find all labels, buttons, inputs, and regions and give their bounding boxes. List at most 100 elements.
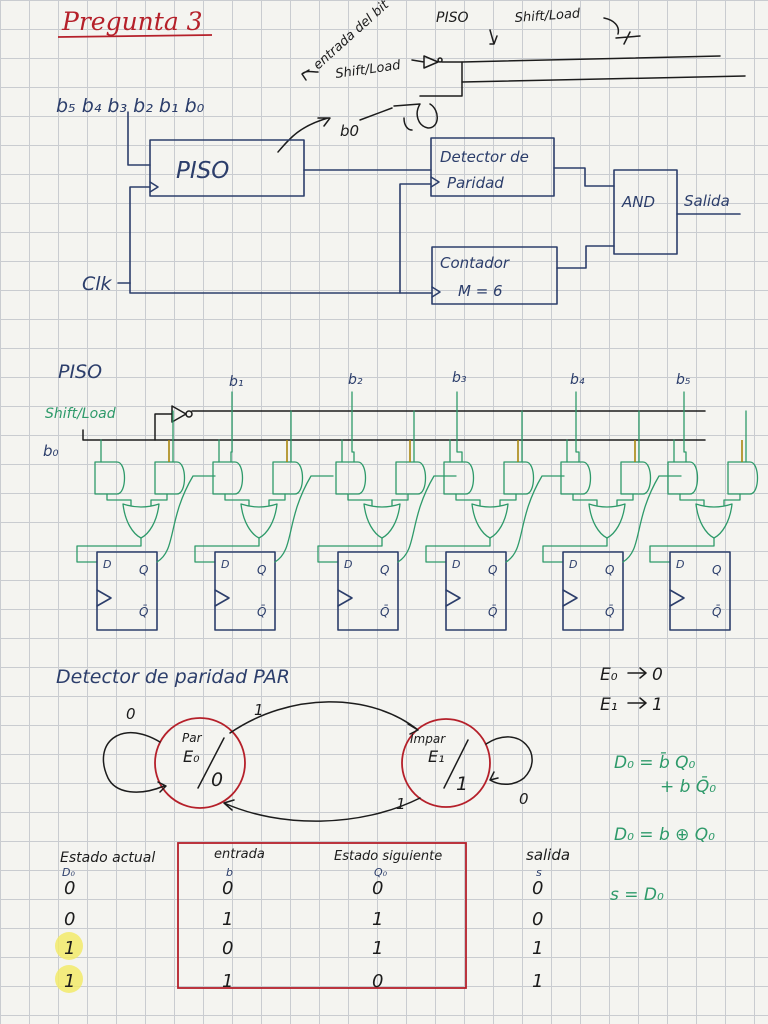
b0-arrow bbox=[359, 107, 393, 121]
q-to-next-stage-wire bbox=[505, 475, 565, 563]
edge-impar-to-par-label: 1 bbox=[396, 795, 406, 813]
or-to-ff-wire bbox=[76, 537, 142, 563]
encoding-e0-code: 0 bbox=[652, 665, 663, 685]
and-gate-a bbox=[94, 461, 126, 495]
shift-taps bbox=[341, 410, 415, 463]
shift-bus-lines bbox=[461, 55, 746, 83]
and-gate-a bbox=[560, 461, 592, 495]
state-par-id: E₀ bbox=[183, 747, 200, 766]
piso-block bbox=[149, 139, 305, 197]
table-cell: 1 bbox=[372, 938, 383, 959]
subheader-b: b bbox=[226, 866, 233, 879]
encoding-e1-arrow bbox=[627, 697, 647, 709]
ff-clock-mark bbox=[214, 589, 230, 607]
or-to-ff-wire bbox=[425, 537, 491, 563]
and-gate-a bbox=[335, 461, 367, 495]
equation-1-line-1: D₀ = b̄ Q₀ bbox=[614, 751, 696, 773]
shift-load-arrow bbox=[603, 17, 641, 45]
or-to-ff-wire bbox=[317, 537, 383, 563]
highlight-row-4 bbox=[55, 965, 83, 993]
table-cell: 0 bbox=[64, 909, 75, 930]
data-input-wire bbox=[683, 391, 687, 463]
block-diagram: PISO Detector de Paridad AND Salida Cont… bbox=[82, 111, 741, 305]
piso-input-b5: b₅ bbox=[676, 372, 691, 388]
gate-wires bbox=[679, 493, 741, 507]
ff-clock-mark bbox=[337, 589, 353, 607]
piso-input-b4: b₄ bbox=[570, 372, 585, 388]
gate-wires bbox=[106, 493, 168, 507]
state-impar-output: 1 bbox=[456, 773, 468, 795]
shift-load-top-note: Shift/Load bbox=[514, 6, 581, 26]
state-impar-circle bbox=[401, 718, 491, 808]
state-impar-id: E₁ bbox=[428, 747, 445, 766]
shift-taps bbox=[218, 410, 292, 463]
piso-note: PISO bbox=[436, 10, 468, 26]
contador-clock-mark bbox=[431, 286, 441, 298]
detector-block bbox=[430, 137, 555, 197]
table-cell: 1 bbox=[64, 938, 75, 959]
highlight-row-3 bbox=[55, 932, 83, 960]
detector-label-2: Paridad bbox=[447, 174, 504, 192]
ff-qbar-label: Q̄ bbox=[605, 605, 614, 619]
entrada-arrow bbox=[301, 69, 319, 81]
ff-q-label: Q bbox=[712, 563, 721, 577]
title-underline bbox=[57, 34, 213, 38]
d-flip-flop bbox=[96, 551, 158, 631]
clk-label: Clk bbox=[82, 273, 113, 295]
edge-impar-to-par bbox=[223, 797, 421, 822]
piso-input-b1: b₁ bbox=[229, 374, 244, 390]
and-gate-sketch bbox=[393, 103, 438, 131]
table-cell: 0 bbox=[372, 878, 383, 899]
salida-label: Salida bbox=[684, 192, 730, 210]
b0-note: b0 bbox=[340, 122, 359, 140]
and-gate-a bbox=[212, 461, 244, 495]
table-highlight-box bbox=[177, 842, 467, 989]
ff-qbar-label: Q̄ bbox=[257, 605, 266, 619]
and-gate-b bbox=[395, 461, 427, 495]
gate-wires bbox=[455, 493, 517, 507]
or-to-ff-wire bbox=[542, 537, 608, 563]
gate-wires bbox=[572, 493, 634, 507]
subheader-s: s bbox=[536, 866, 542, 879]
ff-q-label: Q bbox=[139, 563, 148, 577]
data-input-wire bbox=[230, 391, 233, 463]
shift-load-inverter-bubble bbox=[185, 410, 193, 418]
truth-table: Estado actual entrada Estado siguiente s… bbox=[55, 842, 570, 993]
or-gate bbox=[363, 503, 401, 539]
and-gate-b bbox=[272, 461, 304, 495]
d-flip-flop bbox=[337, 551, 399, 631]
data-input-wire bbox=[575, 391, 580, 463]
bits-label: b₅ b₄ b₃ b₂ b₁ b₀ bbox=[56, 95, 205, 117]
piso-clock-mark bbox=[149, 181, 159, 193]
ff-q-label: Q bbox=[605, 563, 614, 577]
edge-impar-self-loop bbox=[485, 736, 533, 785]
state-par-output: 0 bbox=[211, 769, 223, 791]
detector-to-and-wire bbox=[553, 167, 615, 187]
ff-qbar-label: Q̄ bbox=[712, 605, 721, 619]
ff-clock-mark bbox=[669, 589, 685, 607]
and-gate-a bbox=[443, 461, 475, 495]
or-gate bbox=[240, 503, 278, 539]
d-flip-flop bbox=[445, 551, 507, 631]
title-group: Pregunta 3 bbox=[57, 7, 213, 38]
clk-to-contador-wire bbox=[129, 282, 433, 294]
or-gate bbox=[695, 503, 733, 539]
shift-load-note: Shift/Load bbox=[334, 58, 402, 82]
q-to-next-stage-wire bbox=[274, 475, 334, 563]
equation-1-line-2: + b Q̄₀ bbox=[660, 775, 716, 797]
ff-d-label: D bbox=[103, 558, 111, 571]
piso-circuit-title: PISO bbox=[58, 361, 102, 383]
table-cell: 0 bbox=[222, 938, 233, 959]
piso-b0-label: b₀ bbox=[43, 442, 59, 460]
and-block bbox=[613, 169, 678, 255]
and-gate-a bbox=[667, 461, 699, 495]
state-impar-slash bbox=[443, 739, 469, 789]
contador-block bbox=[431, 246, 558, 305]
